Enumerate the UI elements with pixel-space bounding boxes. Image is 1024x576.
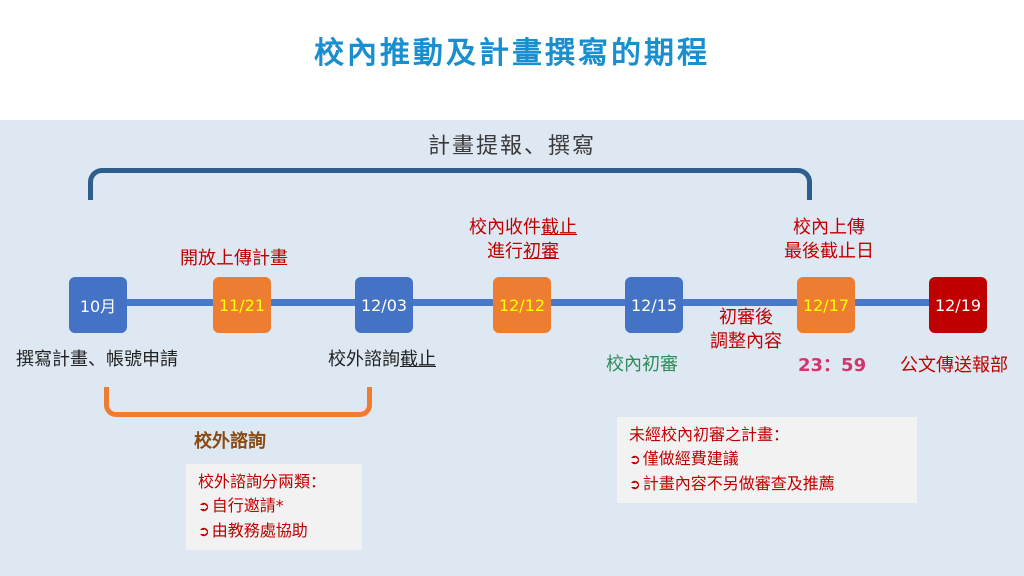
initial-review-text: 初審: [523, 241, 559, 262]
open-upload-label: 開放上傳計畫: [180, 248, 288, 269]
consult-note-heading: 校外諮詢分兩類：: [198, 472, 327, 491]
node-1212: 12/12: [493, 277, 551, 333]
node-oct: 10月: [69, 277, 127, 333]
node-1215: 12/15: [625, 277, 683, 333]
collect-text-2: 進行: [487, 241, 523, 262]
upload-line-2: 最後截止日: [784, 241, 874, 262]
phase-label: 計畫提報、撰寫: [427, 134, 596, 159]
arrow-circle-icon: ➲: [629, 452, 641, 468]
consult-text: 校外諮詢: [328, 349, 400, 370]
adjust-content-label: 初審後 調整內容: [700, 306, 792, 354]
consult-deadline-label: 校外諮詢截止: [328, 348, 436, 372]
consult-note: 校外諮詢分兩類： ➲自行邀請* ➲由教務處協助: [186, 464, 362, 550]
review-note-item: ➲計畫內容不另做審查及推薦: [629, 474, 835, 493]
campus-review-label: 校內初審: [606, 354, 678, 375]
page-title: 校內推動及計畫撰寫的期程: [314, 36, 710, 71]
arrow-circle-icon: ➲: [198, 524, 210, 540]
upload-deadline-label: 校內上傳 最後截止日: [770, 216, 888, 264]
arrow-circle-icon: ➲: [629, 477, 641, 493]
consult-title: 校外諮詢: [194, 431, 266, 452]
consult-deadline-text: 截止: [400, 349, 436, 370]
adjust-line-1: 初審後: [719, 307, 773, 328]
consult-bracket: [104, 387, 372, 417]
node-1203: 12/03: [355, 277, 413, 333]
deadline-time-label: 23：59: [798, 355, 867, 376]
node-1217: 12/17: [797, 277, 855, 333]
review-note-item: ➲僅做經費建議: [629, 449, 739, 468]
adjust-line-2: 調整內容: [710, 331, 782, 352]
review-note: 未經校內初審之計畫： ➲僅做經費建議 ➲計畫內容不另做審查及推薦: [617, 417, 917, 503]
collect-deadline-text: 截止: [541, 217, 577, 238]
review-note-heading: 未經校內初審之計畫：: [629, 425, 790, 444]
upload-line-1: 校內上傳: [793, 217, 865, 238]
collect-review-label: 校內收件截止 進行初審: [450, 216, 596, 264]
node-1121: 11/21: [213, 277, 271, 333]
consult-note-item: ➲由教務處協助: [198, 521, 308, 540]
send-ministry-label: 公文傳送報部: [900, 355, 1008, 376]
collect-text-1: 校內收件: [469, 217, 541, 238]
write-apply-label: 撰寫計畫、帳號申請: [16, 349, 178, 370]
consult-note-item: ➲自行邀請*: [198, 496, 284, 515]
arrow-circle-icon: ➲: [198, 499, 210, 515]
phase-bracket: [88, 168, 812, 200]
node-1219: 12/19: [929, 277, 987, 333]
